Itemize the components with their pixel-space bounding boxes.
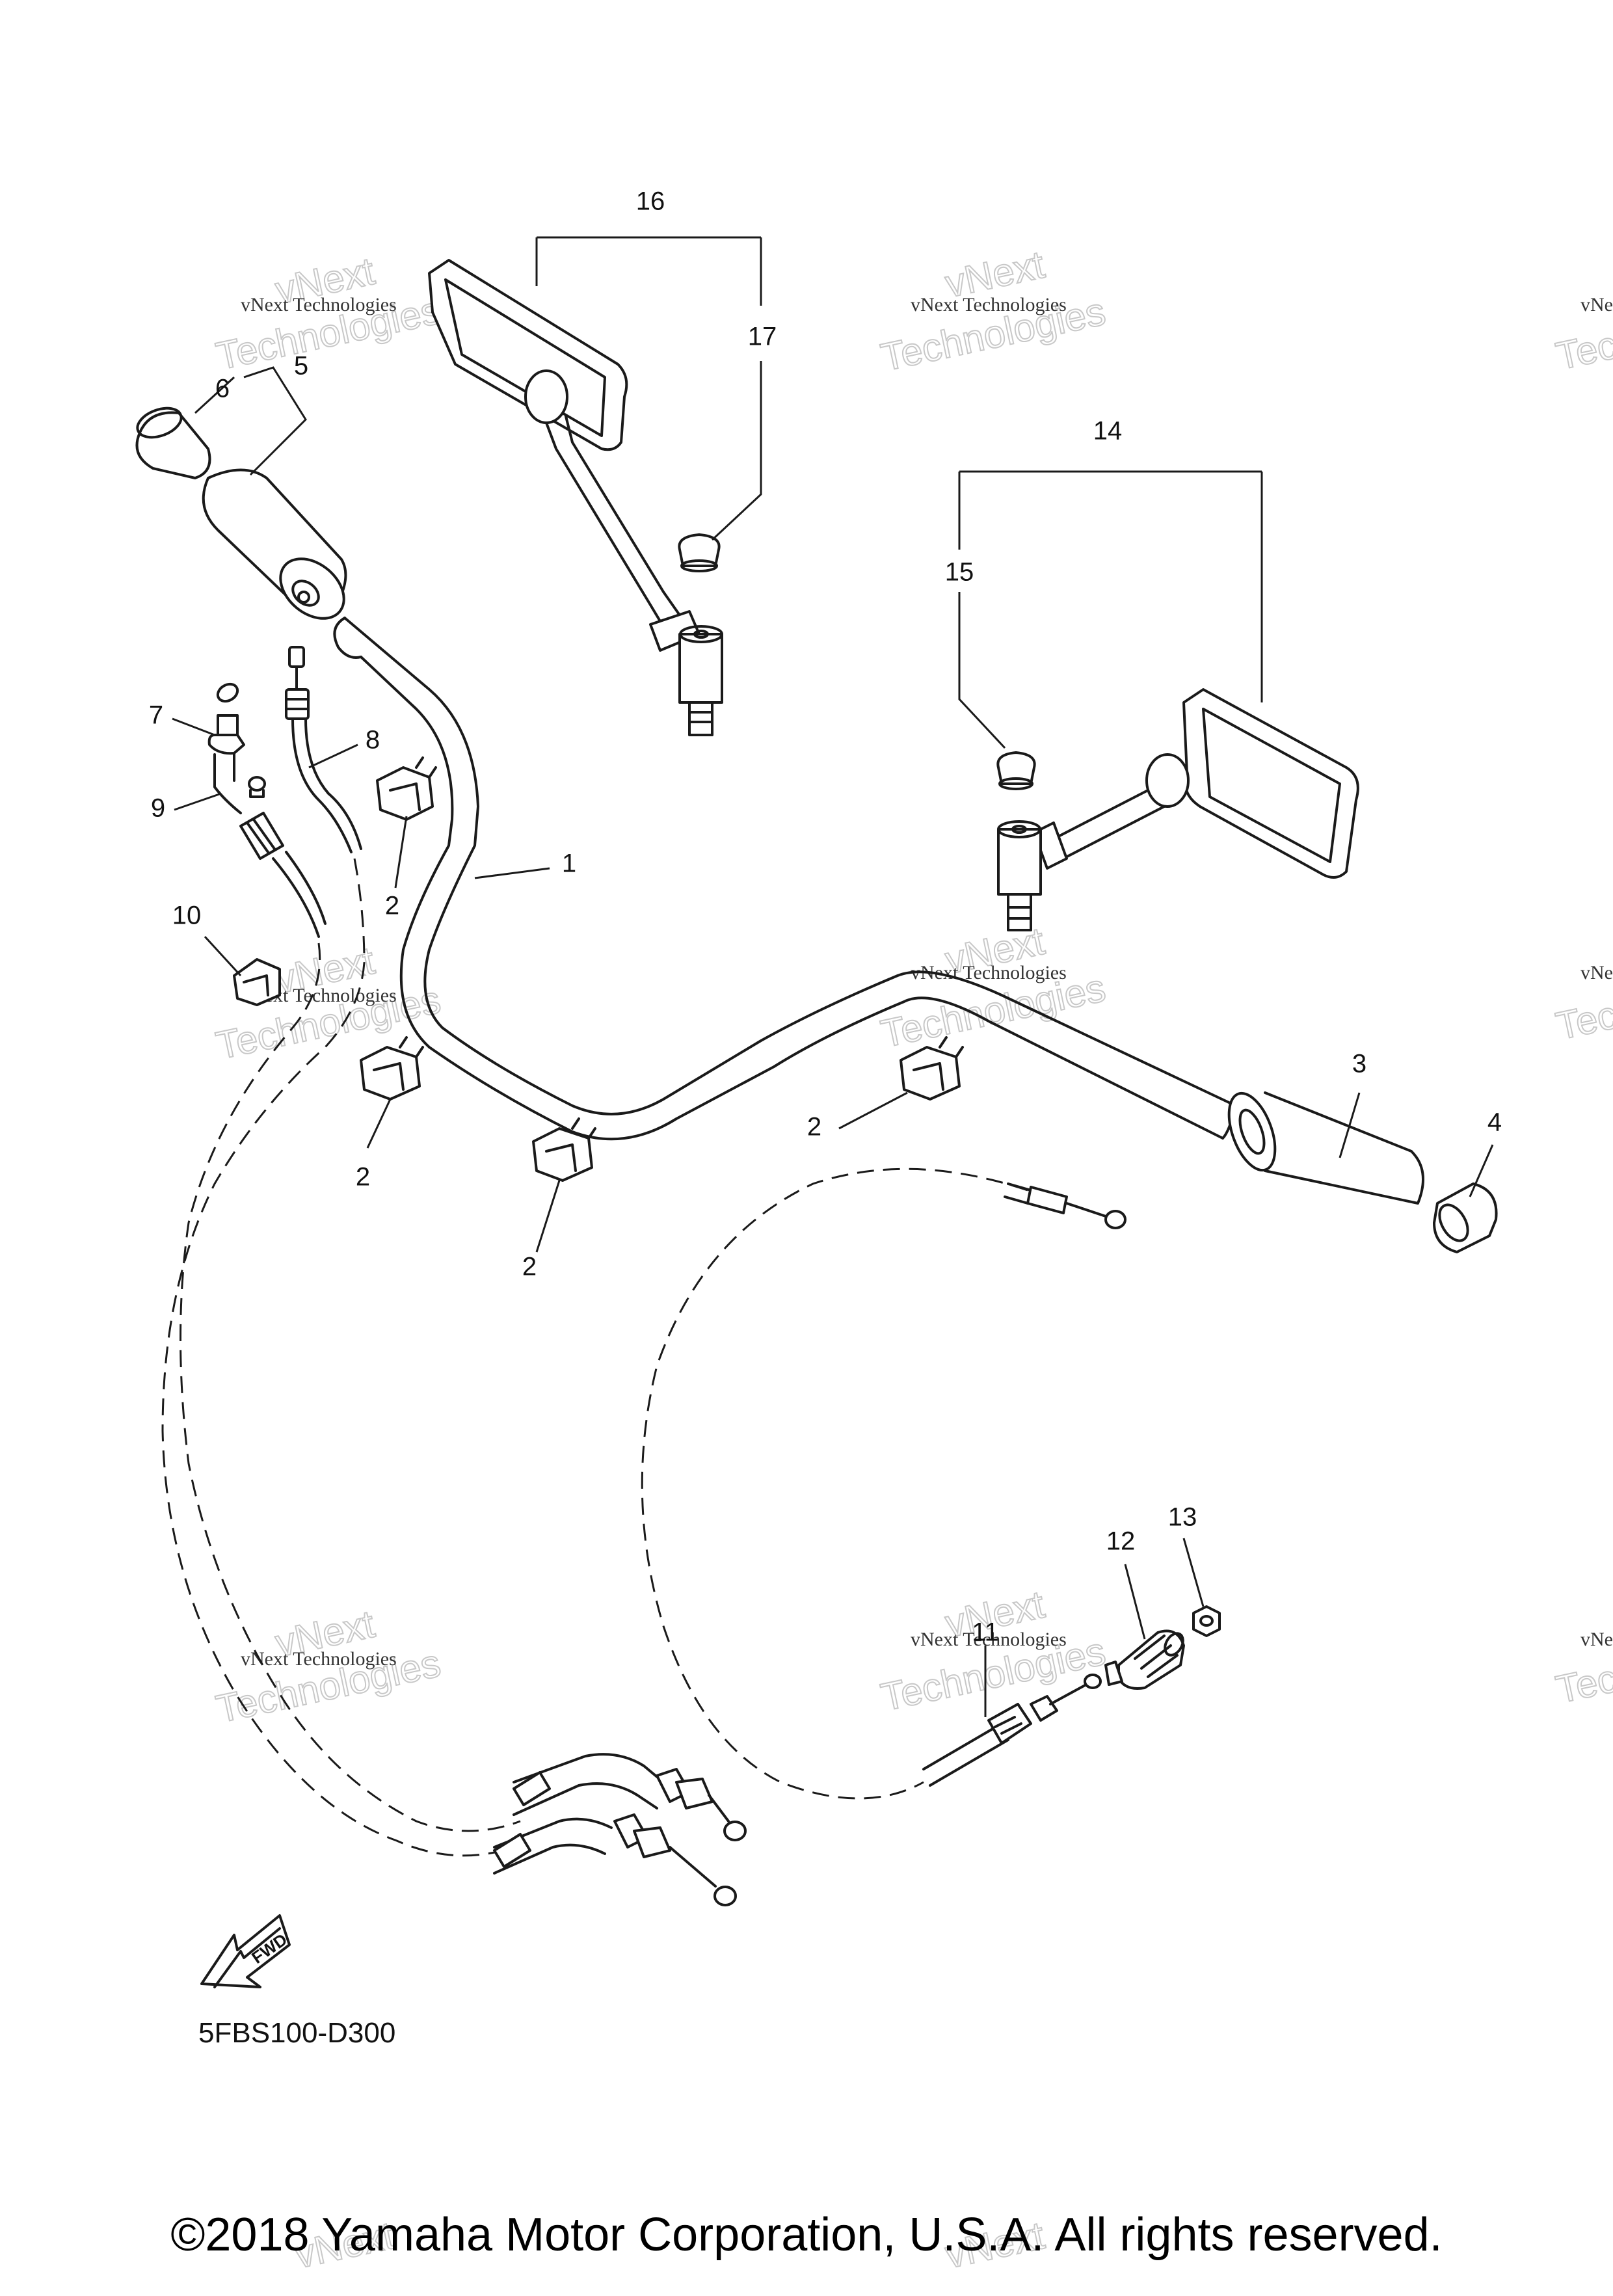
leader-lines bbox=[172, 236, 1494, 1717]
fwd-arrow-icon: FWD bbox=[200, 1914, 291, 1988]
callout-14: 14 bbox=[1093, 417, 1123, 446]
cable-ends bbox=[493, 1753, 747, 1906]
callout-2d: 2 bbox=[807, 1113, 821, 1141]
svg-text:vNext Technologies: vNext Technologies bbox=[1580, 1629, 1613, 1650]
grip-ring bbox=[135, 407, 211, 479]
cable-holder-10 bbox=[233, 958, 281, 1006]
svg-text:vNext Technologies: vNext Technologies bbox=[911, 294, 1067, 315]
mirror-right-cap bbox=[996, 751, 1036, 790]
callout-13: 13 bbox=[1168, 1503, 1197, 1532]
right-grip bbox=[1227, 1091, 1424, 1205]
svg-text:vNext Technologies: vNext Technologies bbox=[241, 1648, 397, 1670]
callout-7: 7 bbox=[149, 701, 163, 730]
svg-text:vNext Technologies: vNext Technologies bbox=[1580, 962, 1613, 983]
throttle-cable-upper bbox=[161, 646, 514, 1857]
svg-text:vNext Technologies: vNext Technologies bbox=[241, 294, 397, 315]
cable-adjuster bbox=[1104, 1629, 1185, 1690]
mirror-left-cap bbox=[678, 533, 721, 572]
callout-12: 12 bbox=[1106, 1527, 1136, 1556]
callout-17: 17 bbox=[748, 323, 777, 351]
callout-2c: 2 bbox=[522, 1253, 537, 1281]
throttle-cable-lower bbox=[180, 682, 521, 1832]
mirror-left bbox=[428, 259, 723, 736]
watermarks: Technologies vNext vNext Technologies Te… bbox=[211, 242, 1613, 2277]
callout-9: 9 bbox=[151, 794, 165, 823]
callout-11: 11 bbox=[972, 1618, 999, 1647]
grip-end bbox=[1433, 1182, 1498, 1253]
callout-3: 3 bbox=[1352, 1050, 1366, 1078]
callout-15: 15 bbox=[945, 558, 974, 587]
callout-1: 1 bbox=[562, 849, 576, 878]
callout-10: 10 bbox=[172, 901, 202, 930]
callout-2b: 2 bbox=[356, 1163, 370, 1192]
cable-holder-top bbox=[376, 756, 437, 821]
mirror-right bbox=[997, 688, 1359, 931]
left-grip bbox=[202, 468, 347, 620]
cable-holder-mid bbox=[532, 1117, 596, 1182]
svg-text:vNext Technologies: vNext Technologies bbox=[1580, 294, 1613, 315]
callout-2a: 2 bbox=[385, 892, 399, 920]
diagram-code: 5FBS100-D300 bbox=[198, 2017, 395, 2049]
handlebar bbox=[333, 617, 1237, 1141]
callout-8: 8 bbox=[366, 726, 380, 754]
callout-6: 6 bbox=[215, 375, 230, 403]
callouts: 16 17 14 15 6 5 1 2 2 2 2 3 4 7 8 9 10 1… bbox=[149, 187, 1502, 1647]
cable-holder-right bbox=[900, 1036, 964, 1101]
svg-text:vNext Technologies: vNext Technologies bbox=[911, 1629, 1067, 1650]
locknut bbox=[1192, 1605, 1221, 1637]
cable-holder-mid-left bbox=[360, 1036, 424, 1101]
callout-16: 16 bbox=[636, 187, 665, 216]
callout-5: 5 bbox=[294, 352, 308, 380]
callout-4: 4 bbox=[1487, 1108, 1502, 1137]
clutch-cable bbox=[641, 1168, 1126, 1800]
copyright-notice: ©2018 Yamaha Motor Corporation, U.S.A. A… bbox=[170, 2209, 1442, 2261]
